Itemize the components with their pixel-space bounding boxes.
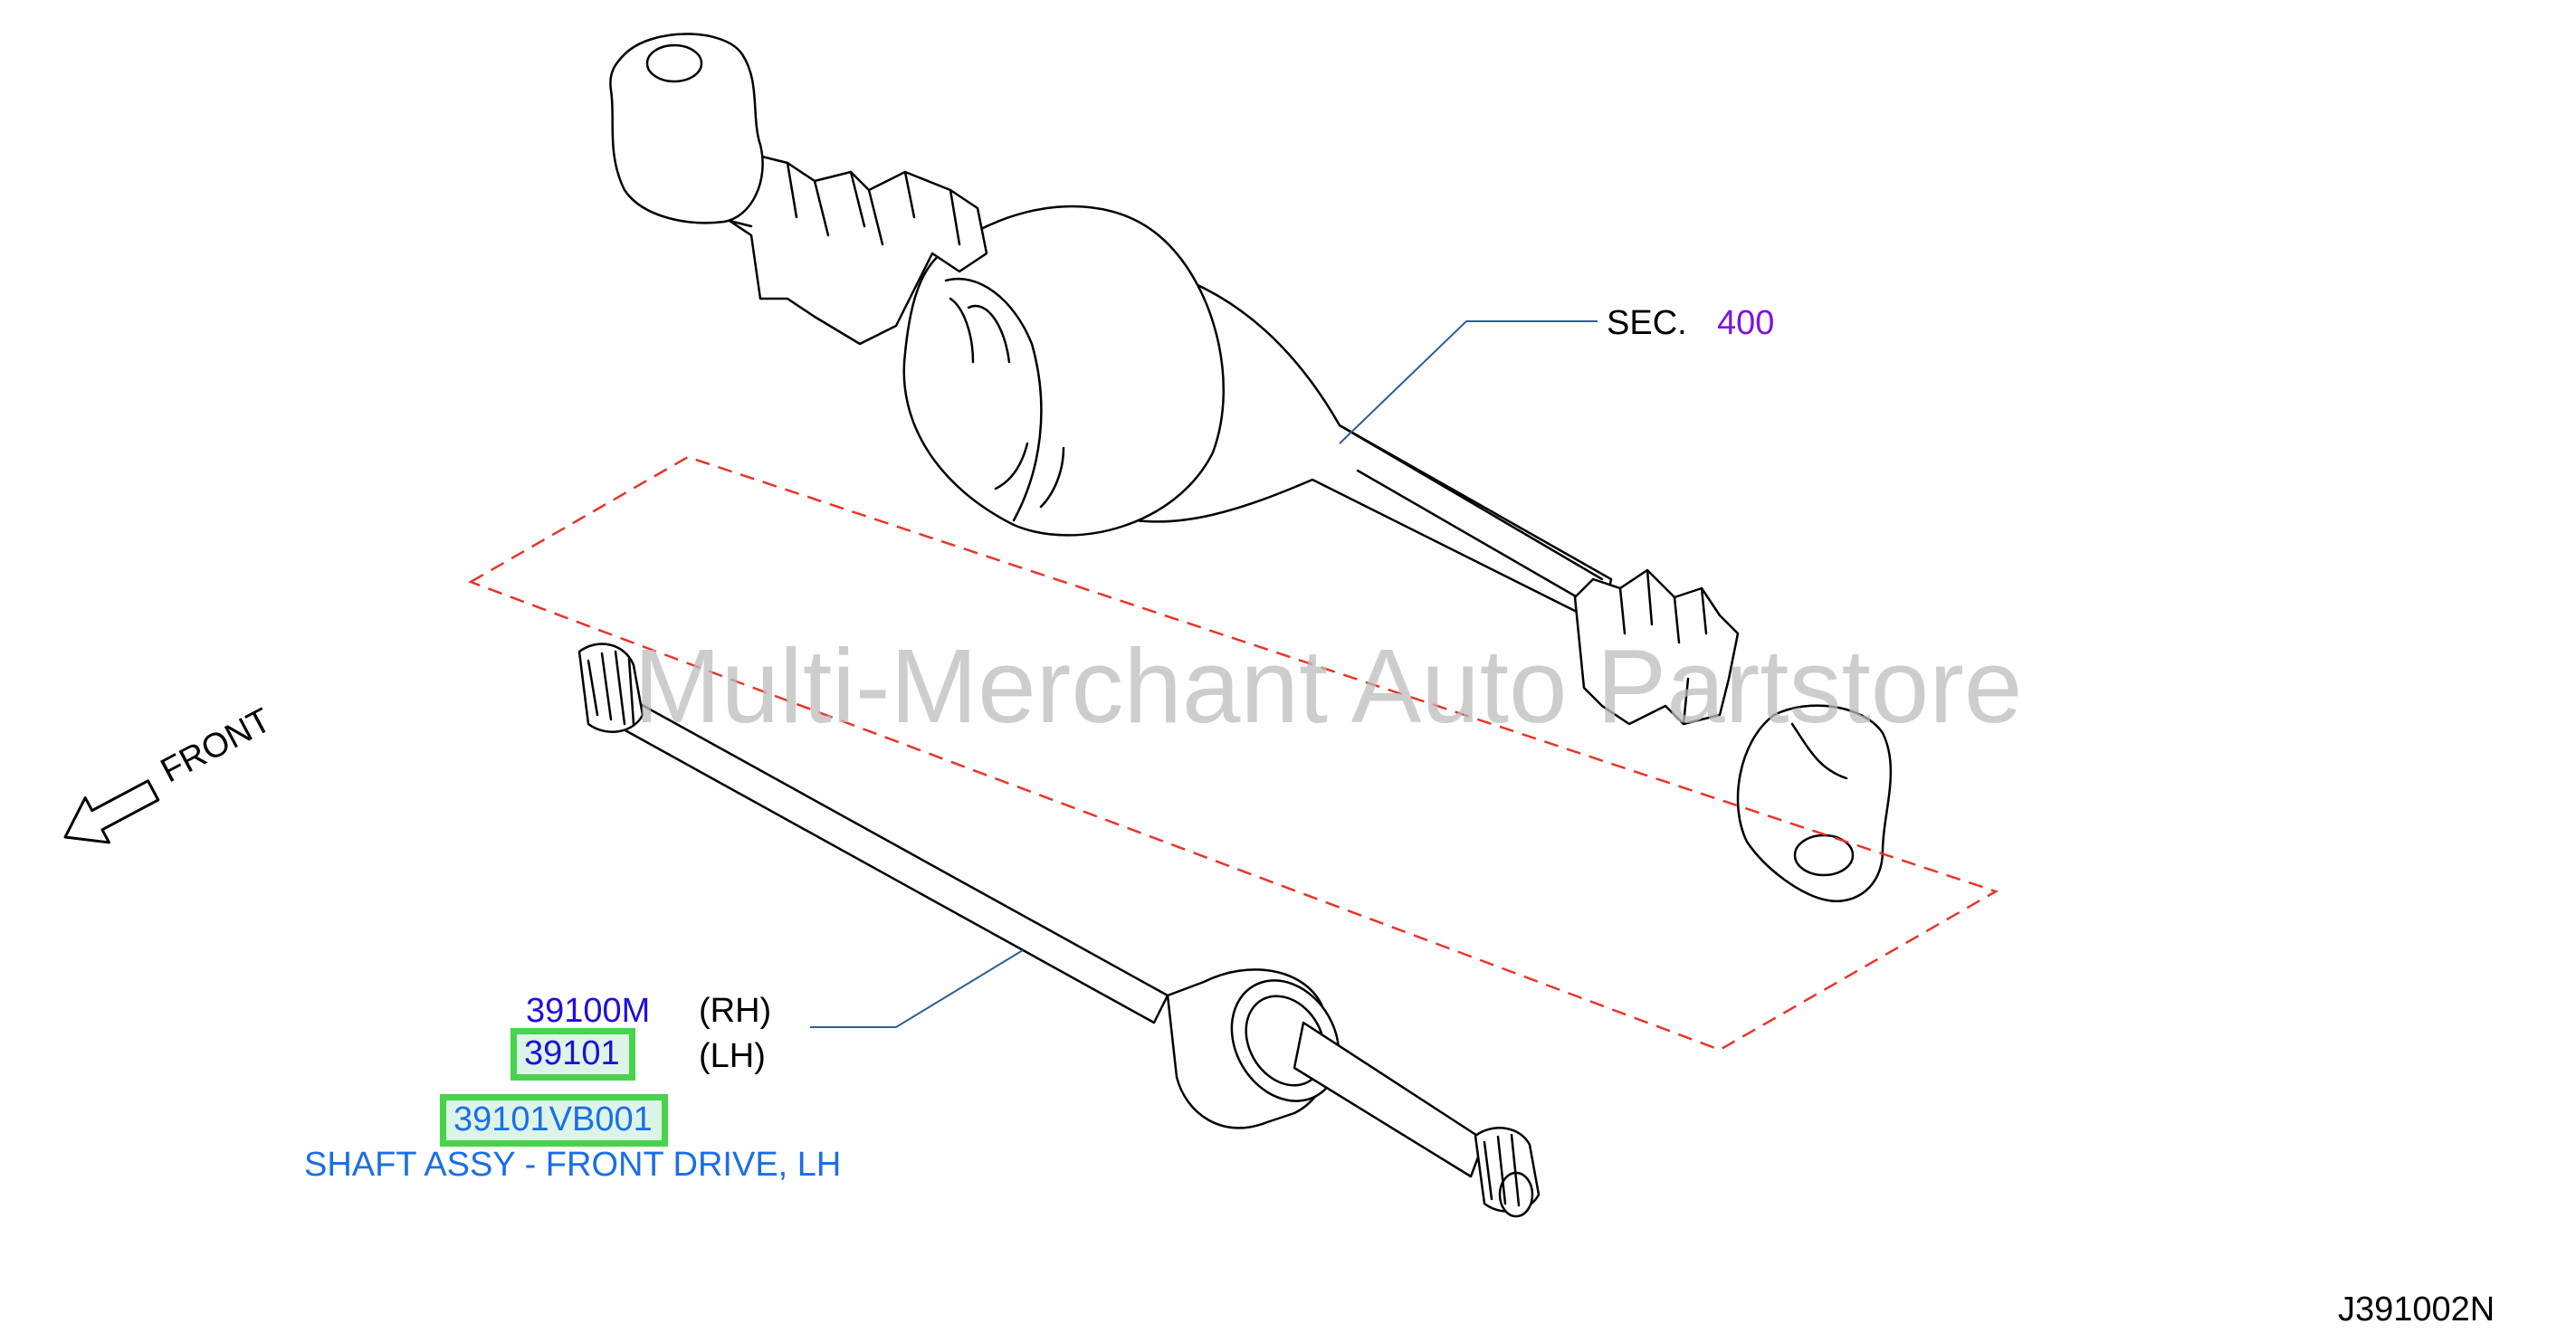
lh-side-label: (LH) bbox=[699, 1037, 766, 1075]
front-arrow-icon bbox=[63, 779, 160, 844]
rh-part-link[interactable]: 39100M bbox=[526, 992, 651, 1030]
front-drive-shaft bbox=[577, 643, 1541, 1218]
rh-side-label: (RH) bbox=[699, 992, 772, 1030]
diagram-code: J391002N bbox=[2338, 1291, 2495, 1329]
watermark: Multi-Merchant Auto Partstore bbox=[634, 627, 2023, 745]
part-description-link[interactable]: SHAFT ASSY - FRONT DRIVE, LH bbox=[304, 1146, 842, 1184]
lh-part-link[interactable]: 39101 bbox=[510, 1028, 635, 1081]
dashed-outline bbox=[468, 455, 1999, 1052]
section-number-link[interactable]: 400 bbox=[1717, 304, 1775, 342]
section-prefix: SEC. bbox=[1607, 304, 1687, 342]
shaft-leader-line bbox=[810, 949, 1024, 1028]
sec-leader-line bbox=[1339, 320, 1598, 444]
differential-carrier bbox=[902, 205, 1225, 537]
full-part-number-link[interactable]: 39101VB001 bbox=[440, 1094, 668, 1147]
axle-housing bbox=[609, 33, 1893, 902]
left-flange bbox=[609, 33, 764, 224]
